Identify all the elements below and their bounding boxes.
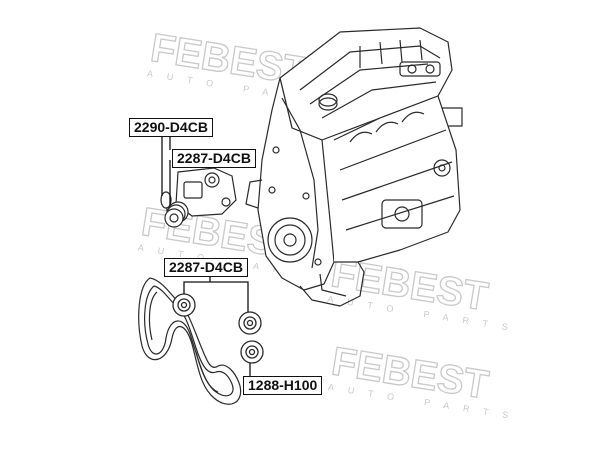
serpentine-belt-drawing	[138, 277, 242, 405]
engine-block	[245, 27, 463, 307]
idler-pulley-lower-a-drawing	[172, 293, 196, 317]
part-label-2287-d4cb-upper[interactable]: 2287-D4CB	[172, 149, 256, 168]
part-label-2287-d4cb-lower[interactable]: 2287-D4CB	[164, 258, 248, 277]
belt-pulley-drawing	[240, 340, 264, 364]
part-label-1288-h100[interactable]: 1288-H100	[243, 376, 323, 395]
leader-idler-lower	[183, 281, 249, 312]
idler-pulley-lower-b-drawing	[238, 311, 262, 335]
watermark-bottom: FEBEST AUTO PARTS	[327, 339, 523, 423]
part-label-2290-d4cb[interactable]: 2290-D4CB	[129, 118, 213, 137]
idler-pulley-upper-drawing	[164, 208, 184, 228]
watermark-right: FEBEST AUTO PARTS	[327, 251, 523, 335]
